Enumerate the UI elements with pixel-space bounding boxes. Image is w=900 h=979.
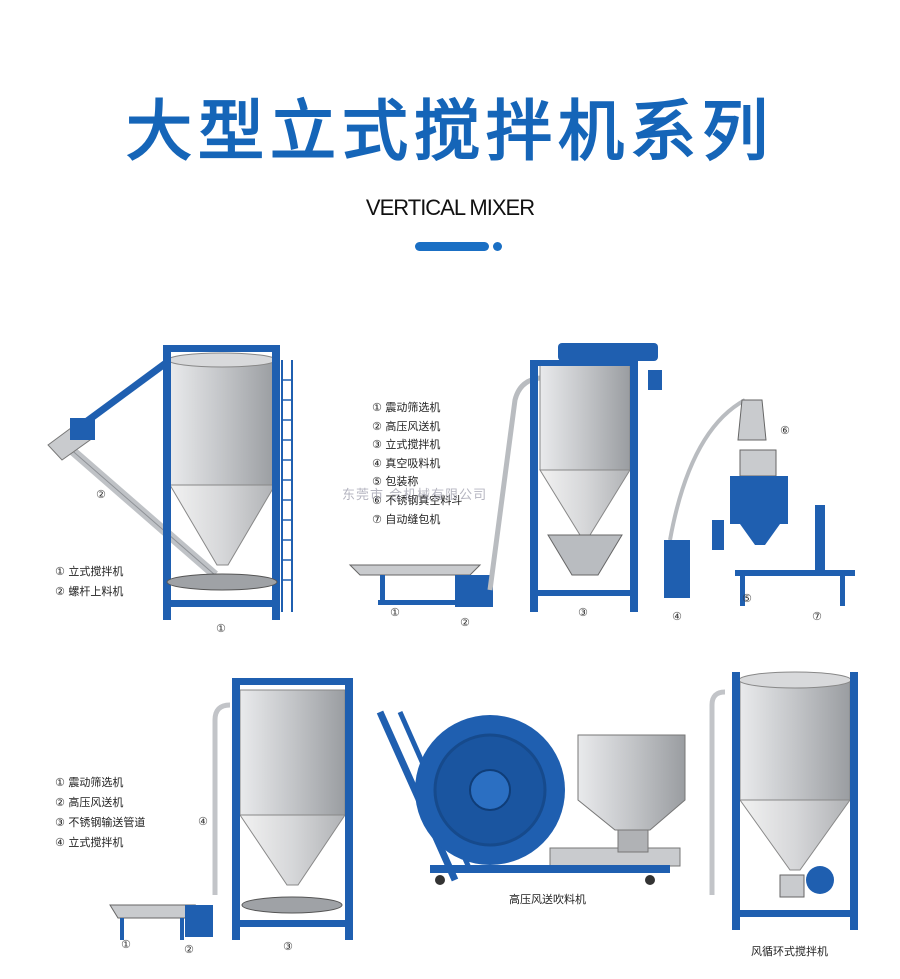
callout-number: ③ [283, 940, 293, 953]
callout-number: ② [184, 943, 194, 956]
company-watermark: 东莞市 合机械有限公司 [342, 488, 488, 503]
callout-number: ② [96, 488, 106, 501]
diagram-3-mixer-with-pipeline [109, 678, 353, 940]
diagram-1-vertical-mixer-screw-loader [47, 345, 293, 620]
legend-item: ② 高压风送机 [55, 796, 124, 809]
legend-item: ⑦ 自动缝包机 [372, 512, 441, 526]
blower-caption: 高压风送吹料机 [509, 893, 586, 906]
accent-bar [415, 242, 489, 251]
callout-number: ① [121, 938, 131, 951]
diagram-5-air-circulation-mixer [709, 671, 858, 930]
legend-item: ⑥ 不锈钢真空料斗 [372, 493, 463, 507]
legend-item: ② 螺杆上料机 [55, 585, 124, 598]
callout-number: ① [216, 622, 226, 635]
legend-item: ④ 立式搅拌机 [55, 836, 124, 849]
callout-number: ④ [198, 815, 208, 828]
legend-item: ③ 不锈钢输送管道 [55, 816, 146, 829]
callout-number: ① [390, 606, 400, 619]
air-mixer-caption: 风循环式搅拌机 [751, 945, 828, 958]
diagram-1-legend: ① 立式搅拌机 ② 螺杆上料机 [55, 562, 123, 602]
page-subtitle: VERTICAL MIXER [365, 195, 535, 220]
legend-item: ② 高压风送机 [372, 419, 441, 433]
diagram-4-high-pressure-blower [376, 710, 686, 885]
legend-item: ⑤ 包装称 [372, 475, 419, 489]
page-title: 大型立式搅拌机系列 [126, 93, 774, 170]
callout-number: ⑤ [742, 592, 752, 605]
legend-item: ① 立式搅拌机 [55, 565, 124, 578]
legend-item: ③ 立式搅拌机 [372, 438, 441, 452]
callout-number: ④ [672, 610, 682, 623]
diagram-2-production-line [348, 343, 855, 612]
callout-number: ③ [578, 606, 588, 619]
callout-number: ⑥ [780, 424, 790, 437]
accent-dot [493, 242, 502, 251]
legend-item: ① 震动筛选机 [372, 401, 441, 414]
diagram-3-legend: ① 震动筛选机 ② 高压风送机 ③ 不锈钢输送管道 ④ 立式搅拌机 [55, 773, 145, 853]
callout-number: ② [460, 616, 470, 629]
diagram-2-legend: ① 震动筛选机 ② 高压风送机 ③ 立式搅拌机 ④ 真空吸料机 ⑤ 包装称 ⑥ … [372, 399, 462, 529]
callout-number: ⑦ [812, 610, 822, 623]
legend-item: ④ 真空吸料机 [372, 456, 441, 470]
legend-item: ① 震动筛选机 [55, 776, 124, 789]
